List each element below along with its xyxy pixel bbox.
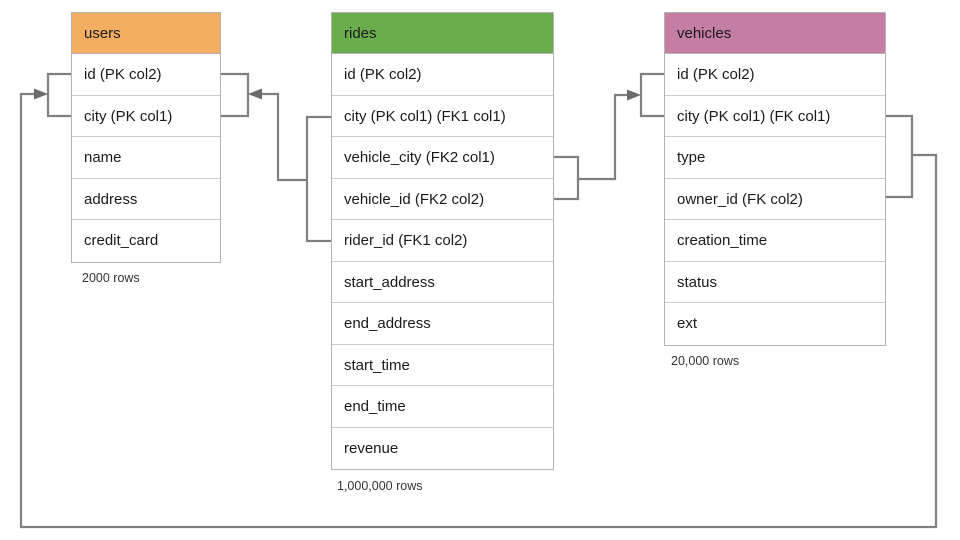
table-users-column-id[interactable]: id (PK col2) — [72, 54, 220, 96]
table-vehicles-column-creation-time[interactable]: creation_time — [665, 220, 885, 262]
table-rides-column-start-address[interactable]: start_address — [332, 262, 553, 303]
table-rides-header: rides — [332, 13, 553, 54]
table-users-row-count: 2000 rows — [82, 271, 140, 285]
table-vehicles-column-ext[interactable]: ext — [677, 315, 698, 332]
table-vehicles-column-status[interactable]: status — [665, 262, 885, 303]
table-vehicles[interactable]: vehicles id (PK col2) city (PK col1) (FK… — [664, 12, 886, 346]
table-users-header: users — [72, 13, 220, 54]
table-vehicles-row-count: 20,000 rows — [671, 354, 740, 368]
table-vehicles-header: vehicles — [665, 13, 885, 54]
edge-rides-fk2-to-vehicles — [578, 93, 633, 181]
edge-rides-fk1-to-users — [256, 92, 307, 182]
edge-users-right-bracket — [220, 72, 250, 118]
table-users-column-address[interactable]: address — [72, 179, 220, 220]
table-vehicles-column-id[interactable]: id (PK col2) — [665, 54, 885, 96]
edge-rides-left-bracket — [305, 115, 331, 243]
table-rides-column-start-time[interactable]: start_time — [332, 345, 553, 386]
table-users-column-name[interactable]: name — [72, 137, 220, 179]
table-rides-column-vehicle-city[interactable]: vehicle_city (FK2 col1) — [332, 137, 553, 179]
table-rides-row-count: 1,000,000 rows — [337, 479, 423, 493]
edge-vehicles-right-bracket — [886, 114, 914, 199]
arrowhead-rides-fk1-to-users — [248, 88, 262, 100]
edge-vehicles-left-bracket — [639, 72, 664, 118]
edge-users-left-bracket — [46, 72, 71, 118]
table-rides-column-id[interactable]: id (PK col2) — [332, 54, 553, 96]
edge-rides-right-bracket — [554, 155, 580, 201]
table-rides[interactable]: rides id (PK col2) city (PK col1) (FK1 c… — [331, 12, 554, 470]
table-vehicles-column-type[interactable]: type — [665, 137, 885, 179]
table-vehicles-column-owner-id[interactable]: owner_id (FK col2) — [665, 179, 885, 220]
table-vehicles-column-city[interactable]: city (PK col1) (FK col1) — [665, 96, 885, 137]
table-rides-column-rider-id[interactable]: rider_id (FK1 col2) — [332, 220, 553, 262]
table-users[interactable]: users id (PK col2) city (PK col1) name a… — [71, 12, 221, 263]
table-users-column-credit-card[interactable]: credit_card — [84, 232, 159, 249]
arrowhead-vehicles-fk-to-users — [34, 88, 48, 100]
table-rides-column-revenue[interactable]: revenue — [344, 439, 399, 457]
table-rides-column-vehicle-id[interactable]: vehicle_id (FK2 col2) — [332, 179, 553, 220]
table-rides-column-city[interactable]: city (PK col1) (FK1 col1) — [332, 96, 553, 137]
arrowhead-rides-fk2-to-vehicles — [627, 89, 641, 101]
table-rides-column-end-time[interactable]: end_time — [332, 386, 553, 428]
table-users-column-city[interactable]: city (PK col1) — [72, 96, 220, 137]
table-rides-column-end-address[interactable]: end_address — [332, 303, 553, 345]
